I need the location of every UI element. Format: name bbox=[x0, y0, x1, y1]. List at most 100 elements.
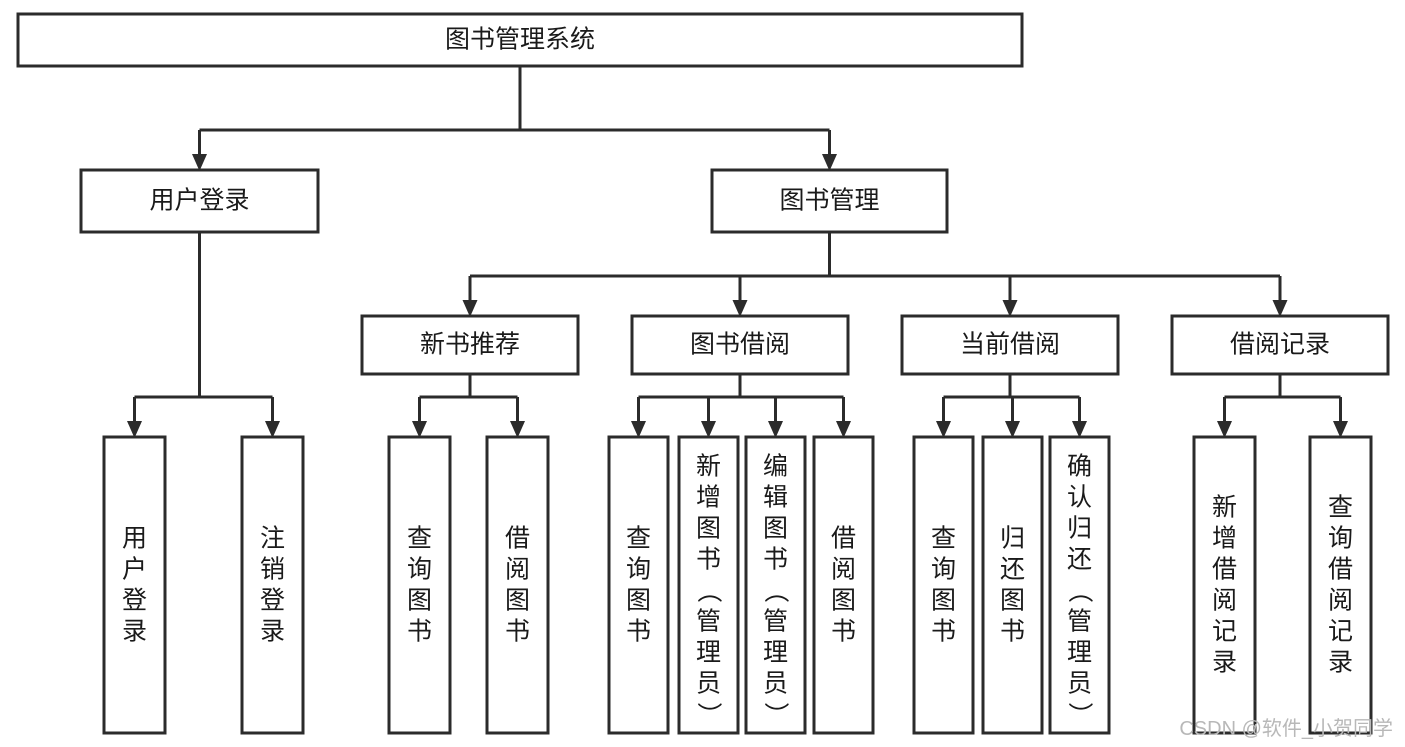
node-label-char: 阅 bbox=[1328, 587, 1353, 615]
node-box bbox=[102, 435, 167, 735]
node-label-char: 书 bbox=[763, 546, 788, 574]
node-label-char: 图 bbox=[696, 515, 721, 543]
node-label-char: 员 bbox=[1067, 670, 1092, 698]
node-label-char: 用 bbox=[122, 525, 147, 553]
node-label-char: 图 bbox=[505, 587, 530, 615]
node-label-char: 查 bbox=[1328, 494, 1353, 522]
node-label-char: 管 bbox=[696, 608, 721, 636]
node-label-char: 员 bbox=[763, 670, 788, 698]
node-label-char: 录 bbox=[1212, 649, 1237, 677]
node-label-char: 录 bbox=[122, 618, 147, 646]
node-box bbox=[1048, 435, 1111, 735]
node-label-char: 编 bbox=[763, 453, 788, 481]
node-label-char: 图 bbox=[626, 587, 651, 615]
node-label-char: 图 bbox=[763, 515, 788, 543]
node-label-char: 户 bbox=[122, 556, 147, 584]
node-label-char: 查 bbox=[931, 525, 956, 553]
node-label-char: 书 bbox=[626, 618, 651, 646]
node-box bbox=[485, 435, 550, 735]
connector-layer bbox=[127, 66, 1348, 438]
node-label-char: 阅 bbox=[831, 556, 856, 584]
node-label: 用户登录 bbox=[149, 187, 249, 215]
node-label-char: 图 bbox=[1000, 587, 1025, 615]
node-label-char: 图 bbox=[407, 587, 432, 615]
node-label-char: 书 bbox=[505, 618, 530, 646]
node-box bbox=[812, 435, 875, 735]
node-label-char: 注 bbox=[260, 525, 285, 553]
node-label-char: 登 bbox=[260, 587, 285, 615]
node-label-char: 查 bbox=[407, 525, 432, 553]
node-label-char: 归 bbox=[1000, 525, 1025, 553]
node-label-char: ） bbox=[695, 702, 723, 727]
node-label-char: （ bbox=[695, 578, 723, 603]
node-label-char: 理 bbox=[1067, 639, 1092, 667]
node-label-char: ） bbox=[762, 702, 790, 727]
node-label-char: 书 bbox=[696, 546, 721, 574]
node-n-book-mgmt[interactable]: 图书管理 bbox=[710, 168, 949, 234]
node-label-char: 记 bbox=[1328, 618, 1353, 646]
node-label-char: ） bbox=[1066, 702, 1094, 727]
node-label-char: 借 bbox=[1212, 556, 1237, 584]
node-box bbox=[1170, 314, 1390, 376]
node-label-char: 借 bbox=[505, 525, 530, 553]
node-label-char: 员 bbox=[696, 670, 721, 698]
node-label-char: 还 bbox=[1067, 546, 1092, 574]
node-label-char: 图 bbox=[831, 587, 856, 615]
node-label-char: 管 bbox=[1067, 608, 1092, 636]
node-box bbox=[16, 12, 1024, 68]
node-box bbox=[900, 314, 1120, 376]
node-label-char: 辑 bbox=[763, 484, 788, 512]
node-label-char: 确 bbox=[1067, 453, 1092, 481]
node-n-new-book-rec[interactable]: 新书推荐 bbox=[360, 314, 580, 376]
node-box bbox=[360, 314, 580, 376]
node-box bbox=[981, 435, 1044, 735]
node-box bbox=[630, 314, 850, 376]
node-label-char: 新 bbox=[696, 453, 721, 481]
node-label-char: 书 bbox=[931, 618, 956, 646]
node-box bbox=[79, 168, 320, 234]
node-label-char: 阅 bbox=[505, 556, 530, 584]
node-label-char: （ bbox=[1066, 578, 1094, 603]
node-label-char: 录 bbox=[1328, 649, 1353, 677]
node-leaf-user-login[interactable]: 用户登录 bbox=[102, 435, 167, 735]
node-root[interactable]: 图书管理系统 bbox=[16, 12, 1024, 68]
node-label: 新书推荐 bbox=[420, 331, 520, 359]
node-label-char: 询 bbox=[626, 556, 651, 584]
node-label-char: 管 bbox=[763, 608, 788, 636]
node-label: 当前借阅 bbox=[960, 331, 1060, 359]
node-label-char: 增 bbox=[1212, 525, 1237, 553]
node-label-char: （ bbox=[762, 578, 790, 603]
node-n-current-borrow[interactable]: 当前借阅 bbox=[900, 314, 1120, 376]
node-box bbox=[912, 435, 975, 735]
node-box bbox=[387, 435, 452, 735]
node-box bbox=[744, 435, 807, 735]
node-label-char: 新 bbox=[1212, 494, 1237, 522]
node-n-user-login[interactable]: 用户登录 bbox=[79, 168, 320, 234]
node-label-char: 书 bbox=[407, 618, 432, 646]
node-label-char: 询 bbox=[1328, 525, 1353, 553]
node-label-char: 录 bbox=[260, 618, 285, 646]
node-label-char: 登 bbox=[122, 587, 147, 615]
node-label: 图书管理 bbox=[779, 187, 879, 215]
node-label-char: 询 bbox=[407, 556, 432, 584]
node-n-book-borrow[interactable]: 图书借阅 bbox=[630, 314, 850, 376]
node-box bbox=[677, 435, 740, 735]
node-n-borrow-record[interactable]: 借阅记录 bbox=[1170, 314, 1390, 376]
node-label-char: 归 bbox=[1067, 515, 1092, 543]
node-box bbox=[240, 435, 305, 735]
node-label: 图书借阅 bbox=[690, 331, 790, 359]
